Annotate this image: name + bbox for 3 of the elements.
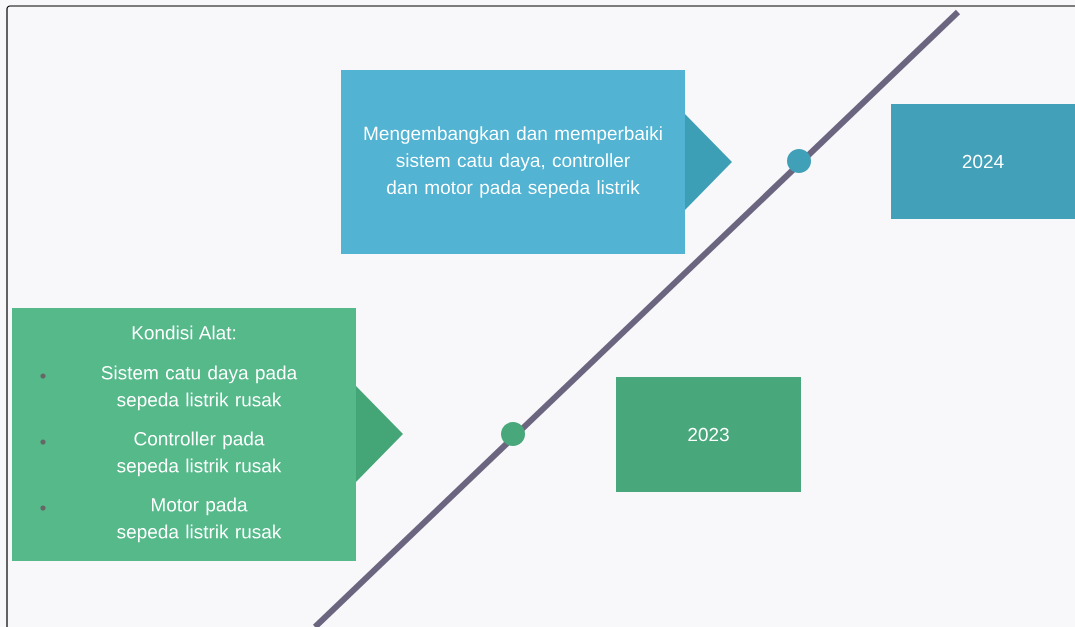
callout-box: Mengembangkan dan memperbaiki sistem catu daya, controller dan motor pada sepeda listrik xyxy=(341,70,732,254)
timeline-box: 2024 xyxy=(891,104,1075,219)
timeline-box: 2023 xyxy=(616,377,801,492)
